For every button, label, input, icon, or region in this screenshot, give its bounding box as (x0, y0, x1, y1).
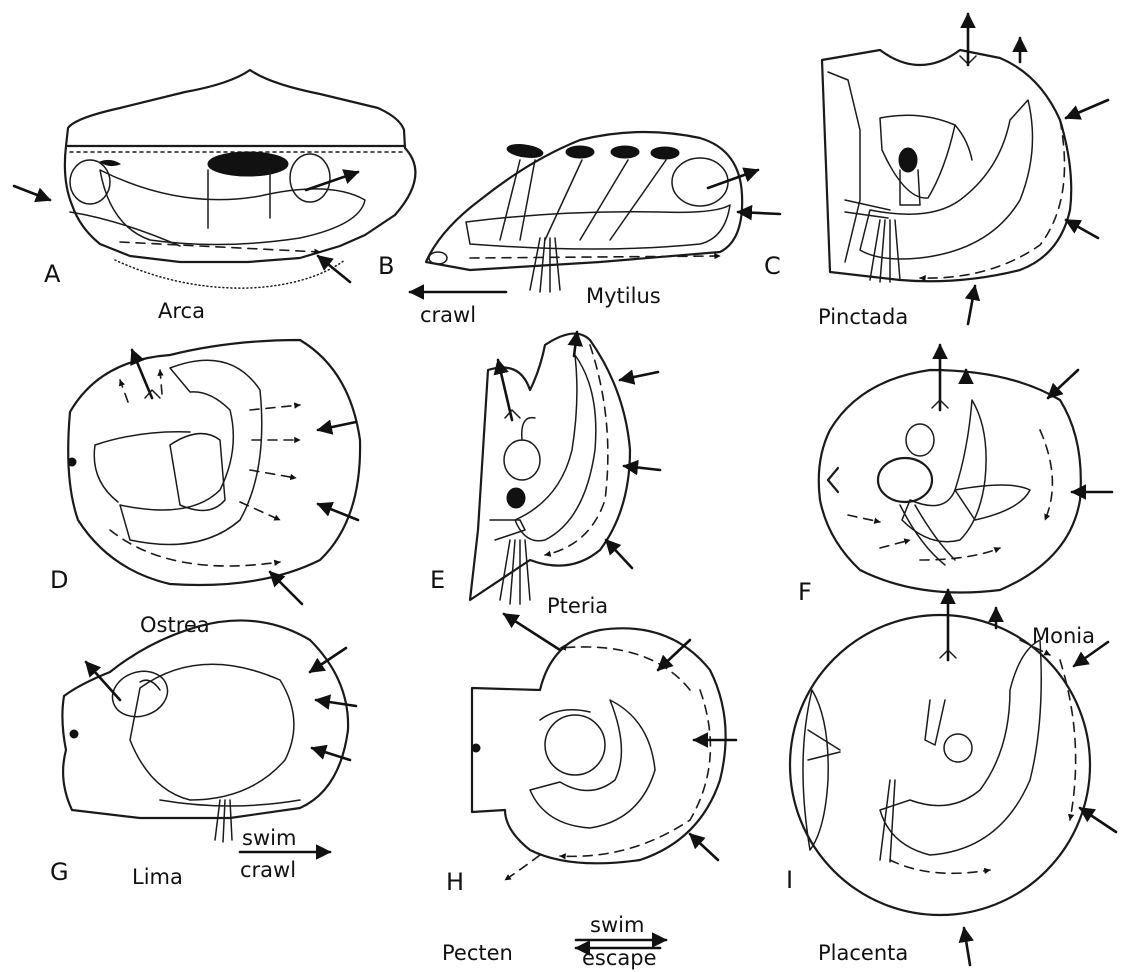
panel-g-lima: G Lima swim crawl (50, 620, 356, 889)
panel-i-letter: I (786, 866, 793, 894)
panel-b-mytilus: B Mytilus crawl (378, 132, 780, 327)
panel-f-name: Monia (1032, 624, 1095, 648)
panel-f-letter: F (798, 578, 812, 606)
panel-f-monia: F Monia (798, 345, 1112, 648)
panel-d-ostrea: D Ostrea (50, 340, 360, 637)
panel-c-pinctada: C Pinctada (764, 14, 1108, 329)
panel-b-letter: B (378, 252, 394, 280)
label-crawl-mytilus: crawl (420, 303, 476, 327)
label-swim-pecten: swim (590, 913, 644, 937)
panel-c-name: Pinctada (818, 305, 908, 329)
panel-g-letter: G (50, 858, 69, 886)
panel-c-letter: C (764, 252, 781, 280)
panel-e-name: Pteria (547, 594, 608, 618)
label-escape-pecten: escape (582, 946, 657, 970)
panel-h-pecten: H Pecten swim escape (442, 614, 736, 970)
panel-i-name: Placenta (818, 941, 908, 965)
panel-e-pteria: E Pteria (430, 332, 660, 618)
panel-e-letter: E (430, 566, 445, 594)
panel-d-letter: D (50, 566, 68, 594)
panel-a-letter: A (44, 260, 61, 288)
panel-h-name: Pecten (442, 941, 513, 965)
panel-b-name: Mytilus (586, 284, 661, 308)
label-swim-lima: swim (242, 826, 296, 850)
label-crawl-lima: crawl (240, 858, 296, 882)
panel-h-letter: H (446, 868, 464, 896)
panel-g-name: Lima (132, 865, 183, 889)
panel-a-name: Arca (158, 299, 205, 323)
panel-a-arca: A Arca (14, 70, 415, 323)
